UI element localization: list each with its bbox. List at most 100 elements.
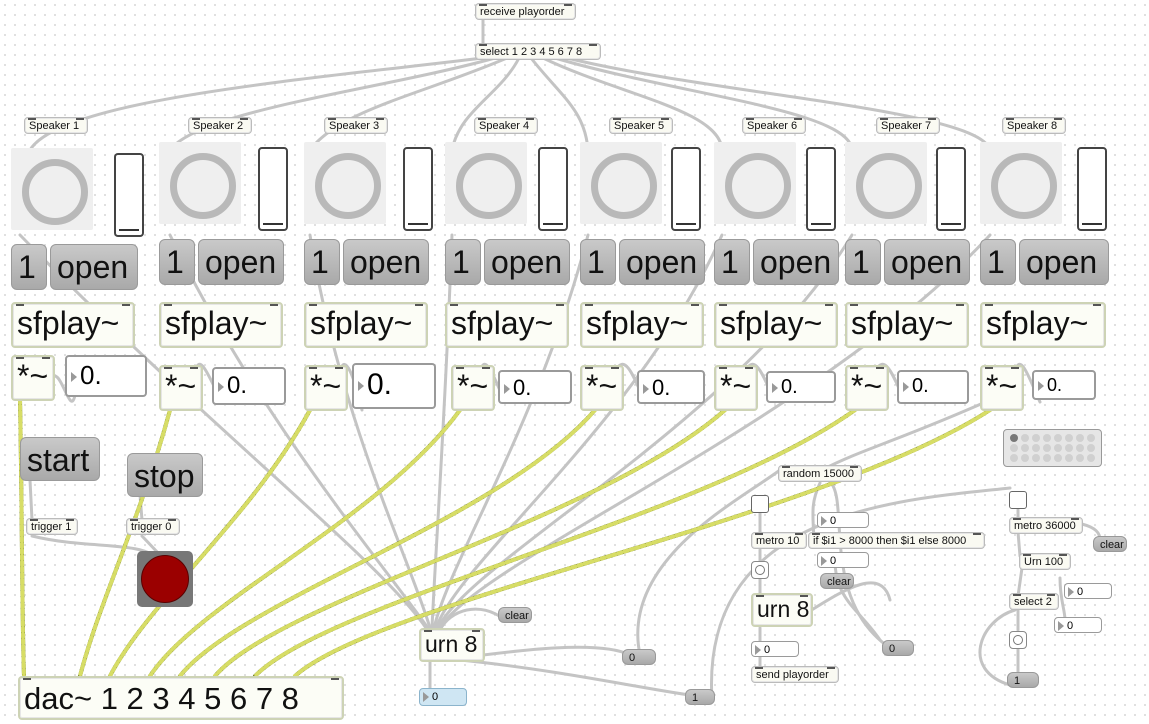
open-8-message[interactable]: open [1019,239,1109,285]
speaker-3-meter[interactable] [403,147,433,231]
start-message[interactable]: start [20,437,100,481]
send-playorder-object[interactable]: send playorder [751,666,839,683]
channel-7-message[interactable]: 1 [845,239,881,285]
gain-1-number[interactable]: 0. [65,355,147,397]
speaker-2-meter[interactable] [258,147,288,231]
open-2-message[interactable]: open [198,239,284,285]
open-7-message[interactable]: open [884,239,970,285]
urn-8-output-number[interactable]: 0 [419,688,467,706]
sfplay-4-object[interactable]: sfplay~ [445,302,569,348]
if-expression-object[interactable]: if $i1 > 8000 then $i1 else 8000 [808,532,985,549]
metro-10-object[interactable]: metro 10 [751,532,807,549]
matrix-control[interactable] [1003,429,1102,467]
matrix-cell[interactable] [1076,443,1084,452]
mult-5-object[interactable]: *~ [580,365,624,411]
right-number-a[interactable]: 0 [1064,583,1112,599]
speaker-8-dial[interactable] [980,142,1062,224]
sfplay-7-object[interactable]: sfplay~ [845,302,969,348]
gain-4-number[interactable]: 0. [498,370,572,404]
matrix-cell[interactable] [1054,433,1062,442]
matrix-cell[interactable] [1032,433,1040,442]
matrix-cell[interactable] [1021,433,1029,442]
message-one[interactable]: 1 [685,689,715,705]
mult-1-object[interactable]: *~ [11,355,55,401]
sfplay-2-object[interactable]: sfplay~ [159,302,283,348]
mult-3-object[interactable]: *~ [304,365,348,411]
message-zero-a[interactable]: 0 [622,649,656,665]
matrix-cell[interactable] [1076,433,1084,442]
matrix-cell[interactable] [1087,454,1095,463]
gain-3-number[interactable]: 0. [352,363,436,409]
clear-message-3[interactable]: clear [1093,536,1127,552]
select-object[interactable]: select 1 2 3 4 5 6 7 8 [475,43,601,60]
channel-3-message[interactable]: 1 [304,239,340,285]
urn-8b-object[interactable]: urn 8 [751,593,813,627]
mult-2-object[interactable]: *~ [159,365,203,411]
right-number-b[interactable]: 0 [1054,617,1102,633]
speaker-1-dial[interactable] [11,148,93,230]
speaker-3-dial[interactable] [304,142,386,224]
gain-6-number[interactable]: 0. [766,371,836,403]
matrix-cell[interactable] [1054,454,1062,463]
stop-message[interactable]: stop [127,453,203,497]
matrix-cell[interactable] [1043,433,1051,442]
speaker-5-meter[interactable] [671,147,701,231]
clear-message-1[interactable]: clear [498,607,532,623]
gain-5-number[interactable]: 0. [637,370,705,404]
matrix-cell[interactable] [1065,433,1073,442]
select-2-bang[interactable] [1009,631,1027,649]
speaker-7-meter[interactable] [936,147,966,231]
metro-bang[interactable] [751,561,769,579]
if-input-number[interactable]: 0 [817,512,869,528]
sfplay-8-object[interactable]: sfplay~ [980,302,1106,348]
matrix-cell[interactable] [1054,443,1062,452]
speaker-4-dial[interactable] [445,142,527,224]
open-3-message[interactable]: open [343,239,429,285]
metro-toggle[interactable] [751,495,769,513]
mult-8-object[interactable]: *~ [980,365,1024,411]
matrix-cell[interactable] [1087,433,1095,442]
message-zero-b[interactable]: 0 [882,640,914,656]
open-5-message[interactable]: open [619,239,705,285]
matrix-cell[interactable] [1021,443,1029,452]
mult-6-object[interactable]: *~ [714,365,758,411]
receive-playorder-object[interactable]: receive playorder [475,3,576,20]
speaker-6-dial[interactable] [714,142,796,224]
channel-6-message[interactable]: 1 [714,239,750,285]
channel-1-message[interactable]: 1 [11,244,47,290]
speaker-4-meter[interactable] [538,147,568,231]
gain-2-number[interactable]: 0. [212,367,286,405]
speaker-1-meter[interactable] [114,153,144,237]
sfplay-6-object[interactable]: sfplay~ [714,302,838,348]
matrix-cell[interactable] [1010,454,1018,463]
speaker-7-dial[interactable] [845,142,927,224]
matrix-cell[interactable] [1065,443,1073,452]
select-2-object[interactable]: select 2 [1009,593,1059,610]
matrix-cell[interactable] [1065,454,1073,463]
right-message-one[interactable]: 1 [1007,672,1039,688]
channel-8-message[interactable]: 1 [980,239,1016,285]
channel-4-message[interactable]: 1 [445,239,481,285]
gain-7-number[interactable]: 0. [897,370,969,404]
clear-message-2[interactable]: clear [820,573,854,589]
dac-object[interactable]: dac~ 1 2 3 4 5 6 7 8 [18,676,344,720]
mult-7-object[interactable]: *~ [845,365,889,411]
open-6-message[interactable]: open [753,239,839,285]
channel-5-message[interactable]: 1 [580,239,616,285]
trigger-1-object[interactable]: trigger 1 [26,518,78,535]
matrix-cell[interactable] [1010,433,1018,442]
random-object[interactable]: random 15000 [778,465,862,482]
if-output-number[interactable]: 0 [817,552,869,568]
speaker-2-dial[interactable] [159,142,241,224]
sfplay-3-object[interactable]: sfplay~ [304,302,428,348]
mult-4-object[interactable]: *~ [451,365,495,411]
open-1-message[interactable]: open [50,244,138,290]
speaker-5-dial[interactable] [580,142,662,224]
speaker-8-meter[interactable] [1077,147,1107,231]
play-led[interactable] [137,551,193,607]
open-4-message[interactable]: open [484,239,570,285]
matrix-cell[interactable] [1032,443,1040,452]
speaker-6-meter[interactable] [806,147,836,231]
matrix-cell[interactable] [1043,443,1051,452]
